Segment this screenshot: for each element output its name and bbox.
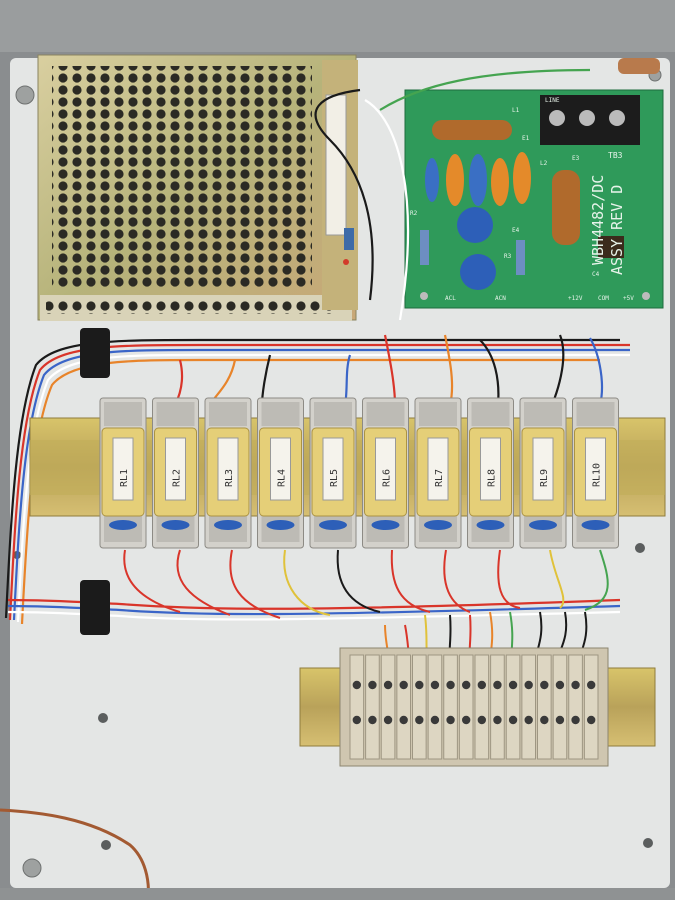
relay-label: RL9 [539, 469, 550, 487]
terminal-position [412, 654, 427, 760]
pcb-tb3-label: TB3 [608, 151, 623, 160]
terminal-position [474, 654, 490, 760]
relay-label: RL6 [382, 469, 393, 487]
relay-4: RL4 [257, 397, 304, 549]
relay-label: RL3 [224, 469, 235, 487]
capacitor-d [513, 152, 531, 204]
terminal-position [380, 654, 396, 760]
relay-1: RL1 [99, 397, 147, 549]
terminal-position [537, 654, 552, 760]
terminal-position [443, 654, 458, 760]
terminal-position [505, 654, 521, 760]
psu-led [343, 259, 349, 265]
relay-label: RL7 [434, 469, 445, 487]
pcb-label-acl: ACL [445, 295, 456, 302]
terminal-position [490, 654, 505, 760]
psu-terminal-strip [325, 94, 347, 236]
inductor-l2 [552, 170, 580, 245]
terminal-position [583, 654, 599, 760]
plate-hole-d [643, 838, 653, 848]
pcb-label-12v: +12V [568, 295, 583, 302]
relay-10: RL10 [572, 397, 619, 549]
terminal-strip-body [339, 647, 609, 767]
pcb-label-line: LINE [545, 97, 560, 104]
terminal-position [427, 654, 443, 760]
pcb-part-number: WBH4482/DC [589, 175, 607, 265]
pcb-label-acn: ACN [495, 295, 506, 302]
pcb-label-r2: R2 [410, 210, 418, 217]
psu-trim-pot [344, 228, 354, 250]
terminal-position [521, 654, 536, 760]
terminal-position [552, 654, 568, 760]
relay-2: RL2 [152, 397, 199, 549]
power-supply [37, 54, 358, 321]
relay-label: RL8 [487, 469, 498, 487]
enclosure-bottom-edge [0, 888, 675, 900]
terminal-position [396, 654, 411, 760]
plate-hole-c [635, 543, 645, 553]
enclosure-top-edge [0, 0, 675, 52]
mount-screw-bottom-left [22, 858, 42, 878]
relay-label: RL2 [172, 469, 183, 487]
ground-lug [618, 58, 660, 74]
pcb-label-l2: L2 [540, 160, 548, 167]
relay-label: RL4 [277, 469, 288, 487]
pcb-label-5v: +5V [623, 295, 634, 302]
pcb-label-c4: C4 [592, 271, 600, 278]
varistor-a [457, 207, 493, 243]
cable-tie-mount-upper [80, 328, 110, 378]
relay-bank: RL1 RL2 RL3 RL4 RL5 RL6 RL7 RL8 RL9 RL10 [99, 397, 619, 549]
terminal-position [365, 654, 380, 760]
cable-tie-mount-lower [80, 580, 110, 635]
capacitor-a [446, 154, 464, 206]
brown-wire [0, 808, 150, 900]
terminal-strip [339, 647, 609, 767]
terminal-position [458, 654, 474, 760]
relay-8: RL8 [467, 397, 514, 549]
regulator [598, 236, 624, 258]
pcb-label-r3: R3 [504, 253, 512, 260]
capacitor-c [491, 158, 509, 206]
pcb-label-e4: E4 [512, 227, 520, 234]
wiring-harness [4, 68, 630, 625]
resistor-r2 [420, 230, 429, 265]
terminal-position [349, 654, 365, 760]
pcb-revision: ASSY REV D [608, 185, 626, 275]
capacitor-b [469, 154, 487, 206]
relay-label: RL1 [119, 469, 130, 487]
inductor-l1 [432, 120, 512, 140]
pcb-label-l1: L1 [512, 107, 520, 114]
relay-9: RL9 [519, 397, 567, 549]
relay-label: RL5 [329, 469, 340, 487]
filter-pcb: WBH4482/DC ASSY REV D TB3 LINE L1 E1 E3 … [404, 89, 664, 309]
relay-label: RL10 [592, 463, 603, 487]
pcb-label-e1: E1 [522, 135, 530, 142]
relay-6: RL6 [362, 397, 409, 549]
resistor-r3 [516, 240, 525, 275]
plate-hole-a [98, 713, 108, 723]
relay-5: RL5 [309, 397, 357, 549]
mount-screw-top-left [15, 85, 35, 105]
relay-7: RL7 [414, 397, 462, 549]
pcb-label-e3: E3 [572, 155, 580, 162]
relay-3: RL3 [204, 397, 252, 549]
capacitor-e [425, 158, 439, 202]
pcb-label-com: COM [598, 295, 609, 302]
plate-hole-b [101, 840, 111, 850]
varistor-b [460, 254, 496, 290]
terminal-position [568, 654, 583, 760]
